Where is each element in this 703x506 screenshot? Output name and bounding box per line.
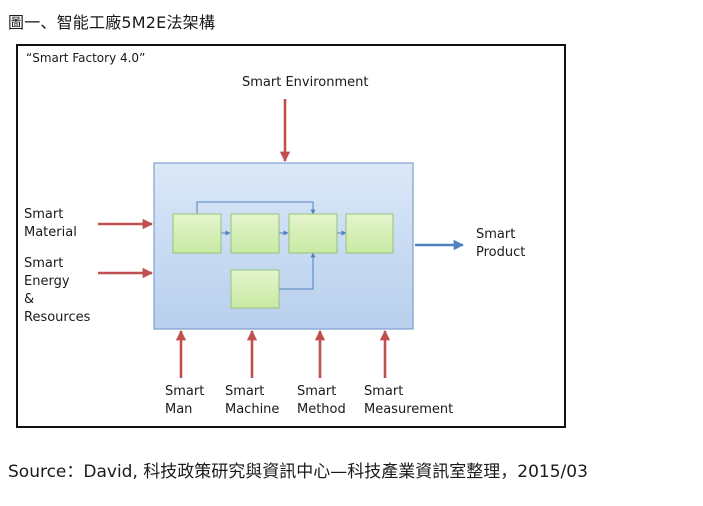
- label-line: Material: [24, 225, 77, 240]
- label-line: Smart: [24, 207, 64, 222]
- label-line: Smart: [225, 384, 265, 399]
- process-box-4: [345, 213, 394, 254]
- label-smart-energy: Smart Energy & Resources: [24, 255, 90, 327]
- label-line: Smart: [297, 384, 337, 399]
- label-line: Man: [165, 402, 193, 417]
- label-smart-material: Smart Material: [24, 206, 77, 242]
- label-line: Machine: [225, 402, 280, 417]
- label-smart-product: Smart Product: [476, 226, 525, 262]
- process-box-2: [230, 213, 280, 254]
- label-smart-machine: Smart Machine: [225, 383, 279, 419]
- label-smart-measurement: Smart Measurement: [364, 383, 453, 419]
- label-line: Smart: [24, 256, 64, 271]
- figure-title: 圖一、智能工廠5M2E法架構: [8, 13, 216, 32]
- label-line: Product: [476, 245, 526, 260]
- label-line: Energy: [24, 274, 70, 289]
- label-line: &: [24, 292, 35, 307]
- label-line: Smart: [165, 384, 205, 399]
- source-caption: Source：David, 科技政策研究與資訊中心—科技產業資訊室整理，2015…: [8, 462, 588, 482]
- process-box-3: [288, 213, 338, 254]
- label-line: Resources: [24, 310, 91, 325]
- label-smart-environment: Smart Environment: [242, 75, 369, 90]
- diagram-frame: “Smart Factory 4.0”: [16, 44, 566, 428]
- process-box-1: [172, 213, 222, 254]
- process-flow: [196, 201, 347, 290]
- label-smart-method: Smart Method: [297, 383, 346, 419]
- feedback-loop-line: [196, 201, 316, 215]
- label-line: Smart: [364, 384, 404, 399]
- sub-process-line: [279, 252, 316, 290]
- process-box-5: [230, 269, 280, 309]
- label-line: Smart: [476, 227, 516, 242]
- frame-label: “Smart Factory 4.0”: [26, 51, 146, 65]
- label-line: Method: [297, 402, 346, 417]
- label-smart-man: Smart Man: [165, 383, 204, 419]
- label-line: Measurement: [364, 402, 454, 417]
